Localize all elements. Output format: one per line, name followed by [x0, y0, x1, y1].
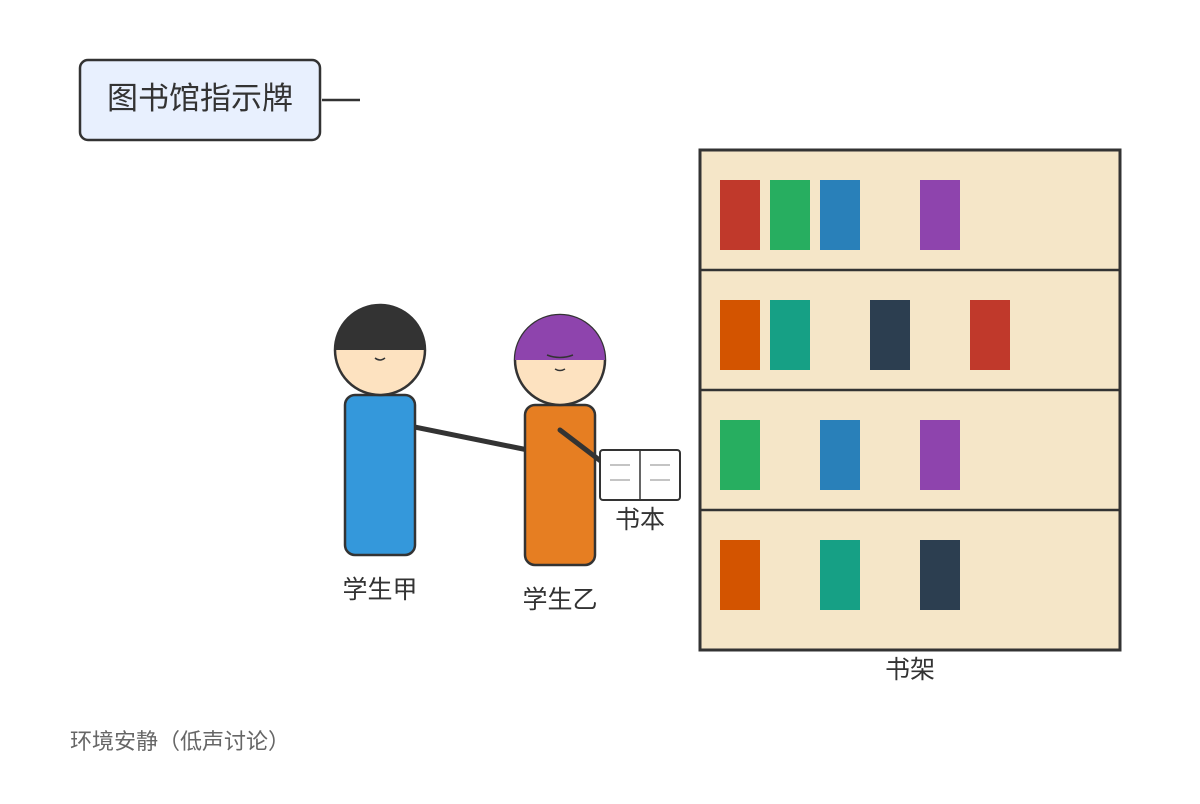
shelf-book — [820, 540, 860, 610]
student-a-hair — [335, 305, 425, 350]
open-book: 书本 — [599, 449, 681, 534]
student-b-arm — [557, 427, 605, 465]
bookshelf-label: 书架 — [885, 655, 935, 684]
student-a-mouth — [374, 357, 386, 361]
student-b-mouth — [554, 368, 566, 372]
shelf-book — [820, 180, 860, 250]
sign-box — [78, 58, 322, 142]
shelf-book — [870, 300, 910, 370]
student-b-hair — [515, 315, 605, 360]
shelf-book — [720, 180, 760, 250]
student-a: 学生甲 — [333, 303, 427, 604]
book-label: 书本 — [615, 505, 665, 534]
shelf-book — [920, 180, 960, 250]
bookshelf: 书架 — [698, 148, 1122, 684]
sign-label: 图书馆指示牌 — [107, 81, 293, 117]
shelf-book — [720, 300, 760, 370]
shelf-book — [920, 540, 960, 610]
shelf-book — [820, 420, 860, 490]
shelf-book — [720, 540, 760, 610]
shelf-book — [770, 180, 810, 250]
environment-note: 环境安静（低声讨论） — [70, 730, 290, 755]
shelf-book — [970, 300, 1010, 370]
shelf-books — [720, 180, 1010, 610]
student-b-eyes — [546, 354, 574, 359]
student-a-label: 学生甲 — [342, 575, 417, 604]
bookshelf-frame — [698, 148, 1122, 652]
shelf-book — [720, 420, 760, 490]
shelf-book — [770, 300, 810, 370]
library-sign: 图书馆指示牌 — [78, 58, 360, 142]
student-b-label: 学生乙 — [522, 585, 597, 614]
shelf-book — [920, 420, 960, 490]
student-b: 学生乙 — [513, 313, 607, 614]
student-a-body — [343, 393, 417, 557]
